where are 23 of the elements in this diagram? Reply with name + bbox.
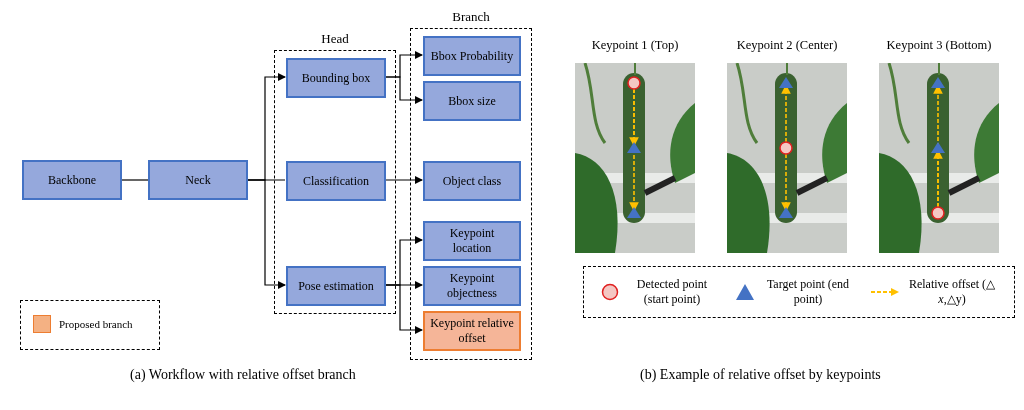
process-box: Neck bbox=[148, 160, 248, 200]
group-heading: Head bbox=[320, 30, 350, 48]
process-box: Bbox size bbox=[423, 81, 521, 121]
legend-text: Target point (end point) bbox=[765, 277, 851, 307]
connector-arrow bbox=[247, 179, 286, 289]
process-box: Backbone bbox=[22, 160, 122, 200]
group-heading: Branch bbox=[451, 8, 491, 26]
process-box: Keypoint objectness bbox=[423, 266, 521, 306]
photo-title: Keypoint 2 (Center) bbox=[736, 37, 838, 54]
process-box: Bounding box bbox=[286, 58, 386, 98]
photo-title: Keypoint 1 (Top) bbox=[591, 37, 679, 54]
process-box: Bbox Probability bbox=[423, 36, 521, 76]
process-box: Classification bbox=[286, 161, 386, 201]
legend-text: Proposed branch bbox=[59, 316, 133, 332]
process-box: Keypoint relative offset bbox=[423, 311, 521, 351]
process-box: Keypoint location bbox=[423, 221, 521, 261]
caption: (a) Workflow with relative offset branch bbox=[130, 366, 356, 384]
process-box: Pose estimation bbox=[286, 266, 386, 306]
caption: (b) Example of relative offset by keypoints bbox=[640, 366, 881, 384]
legend-text: Detected point (start point) bbox=[635, 277, 709, 307]
process-box: Object class bbox=[423, 161, 521, 201]
legend-text: Relative offset (△ x,△y) bbox=[907, 277, 997, 307]
photo-title: Keypoint 3 (Bottom) bbox=[886, 37, 992, 54]
